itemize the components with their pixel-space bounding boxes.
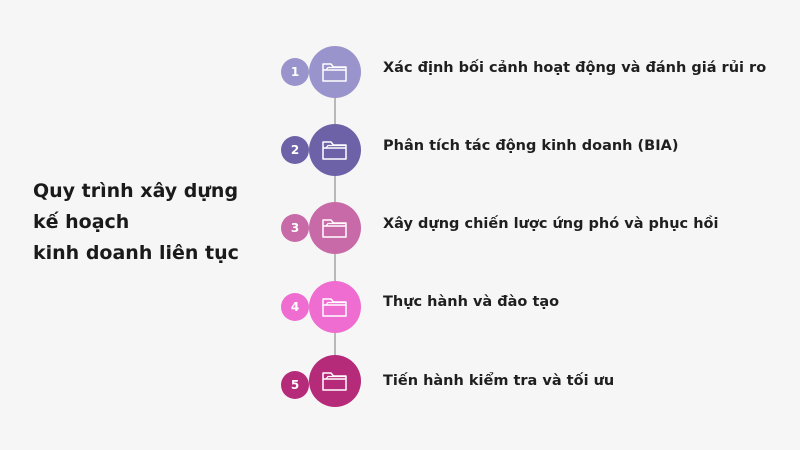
step-number-badge: 3 [281, 214, 309, 242]
step-label: Tiến hành kiểm tra và tối ưu [383, 373, 615, 389]
step-number-badge: 1 [281, 58, 309, 86]
folder-icon [322, 298, 347, 317]
step-label: Thực hành và đào tạo [383, 294, 560, 310]
step-number-badge: 4 [281, 293, 309, 321]
step-icon-circle [309, 124, 361, 176]
folder-icon [322, 63, 347, 82]
step-number-badge: 2 [281, 136, 309, 164]
title-line-2: kế hoạch [33, 211, 130, 233]
folder-icon [322, 219, 347, 238]
step-label: Phân tích tác động kinh doanh (BIA) [383, 138, 679, 154]
step-icon-circle [309, 202, 361, 254]
folder-icon [322, 141, 347, 160]
diagram-title: Quy trình xây dựng kế hoạch kinh doanh l… [33, 176, 273, 269]
step-label: Xây dựng chiến lược ứng phó và phục hồi [383, 216, 719, 232]
step-label: Xác định bối cảnh hoạt động và đánh giá … [383, 60, 767, 76]
folder-icon [322, 372, 347, 391]
step-icon-circle [309, 355, 361, 407]
title-line-1: Quy trình xây dựng [33, 180, 239, 202]
step-number-badge: 5 [281, 371, 309, 399]
title-line-3: kinh doanh liên tục [33, 242, 239, 264]
step-icon-circle [309, 46, 361, 98]
step-icon-circle [309, 281, 361, 333]
